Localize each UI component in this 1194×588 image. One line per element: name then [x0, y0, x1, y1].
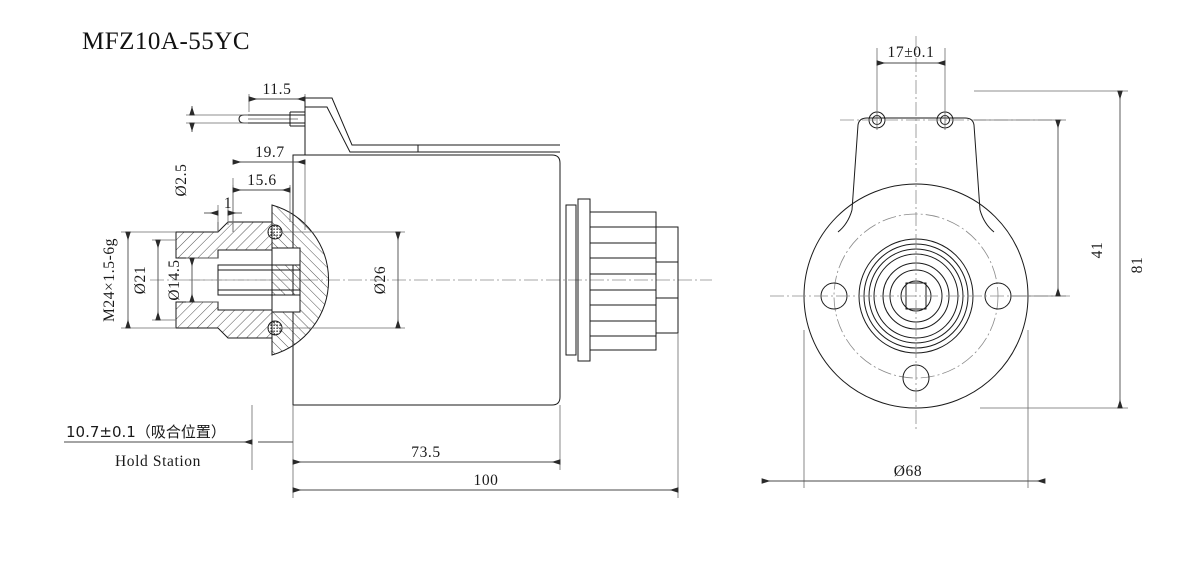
dim-label-11-5: 11.5	[263, 81, 292, 98]
dimension-73-5: 73.5	[292, 405, 561, 470]
pole-piece-dome	[271, 204, 330, 356]
dimension-81: 81	[974, 90, 1146, 409]
dimension-dia-26: Ø26	[282, 231, 405, 329]
dim-label-dia-14-5: Ø14.5	[166, 259, 183, 300]
dim-label-dia-68: Ø68	[894, 463, 923, 480]
dim-label-m24: M24×1.5-6g	[101, 238, 118, 322]
dimension-15-6: 15.6	[232, 172, 291, 232]
right-front-end-view: 17±0.1 41 81 Ø68	[761, 36, 1146, 488]
o-ring-lower	[267, 320, 283, 336]
dimension-11-5: 11.5	[248, 81, 306, 112]
dim-label-19-7: 19.7	[255, 144, 285, 161]
dimension-dia-14-5: Ø14.5	[166, 257, 218, 303]
bracket-left-fillet	[837, 209, 853, 233]
dim-label-17: 17±0.1	[888, 44, 935, 61]
plunger-pin	[238, 111, 306, 127]
dimension-dia-68: Ø68	[761, 330, 1046, 488]
dimension-17: 17±0.1	[876, 44, 946, 130]
coil-body-outline	[292, 154, 561, 406]
lead-out-tab	[304, 97, 419, 153]
dim-label-dia-2-5: Ø2.5	[173, 164, 190, 197]
dimension-100: 100	[292, 333, 679, 498]
bracket-right-fillet	[979, 209, 995, 233]
dim-label-hold-station-value: 10.7±0.1（吸合位置）	[66, 423, 226, 441]
dimension-thread-m24: M24×1.5-6g	[101, 231, 176, 329]
dim-label-dia-21: Ø21	[132, 266, 149, 295]
page-title: MFZ10A-55YC	[82, 28, 251, 55]
dim-label-dia-26: Ø26	[372, 266, 389, 295]
dim-label-1: 1	[224, 195, 232, 212]
dim-label-100: 100	[473, 472, 498, 489]
dim-label-hold-station: Hold Station	[115, 453, 201, 470]
dim-label-81: 81	[1129, 257, 1146, 274]
left-side-section-view: 11.5 Ø2.5 19.7 15.6	[64, 81, 712, 498]
connector-fins	[589, 211, 657, 351]
dimension-dia-2-5: Ø2.5	[173, 106, 248, 196]
dim-label-73-5: 73.5	[411, 444, 441, 461]
terminal-connector-stack	[565, 198, 679, 362]
dimension-41: 41	[974, 119, 1106, 297]
o-ring-upper	[267, 224, 283, 240]
dim-label-15-6: 15.6	[247, 172, 277, 189]
dimension-hold-station: 10.7±0.1（吸合位置） Hold Station	[64, 405, 294, 498]
dimension-1: 1	[204, 195, 242, 232]
dim-label-41: 41	[1089, 242, 1106, 259]
dimension-dia-21: Ø21	[132, 239, 176, 321]
upper-bracket-outline	[851, 117, 981, 211]
